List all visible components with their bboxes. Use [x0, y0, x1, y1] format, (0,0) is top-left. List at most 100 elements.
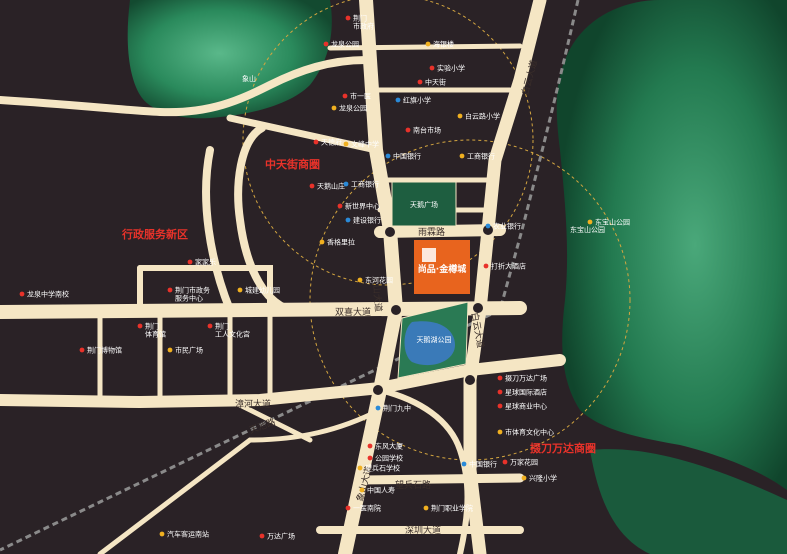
poi-wanfang[interactable]: 万家花园: [502, 458, 538, 467]
poi-jingmen-youeryuan[interactable]: 城建幼儿园: [237, 286, 280, 295]
poi-label: 工人文化宫: [215, 330, 250, 339]
poi-xingqiu[interactable]: 星球国际酒店: [497, 388, 547, 397]
poi-marker-icon: [367, 443, 373, 449]
poi-label: 公园学校: [375, 454, 403, 463]
poi-donghe[interactable]: 东河花园: [357, 276, 393, 285]
poi-tiandefu[interactable]: 天德府: [313, 138, 342, 147]
road-label-shenzhen: 深圳大道: [405, 524, 441, 536]
poi-xingqiu-shangye[interactable]: 星球商业中心: [497, 402, 547, 411]
poi-label: 星球国际酒店: [505, 388, 547, 397]
poi-duodao-wanda[interactable]: 掇刀万达广场: [497, 374, 547, 383]
poi-longquan2[interactable]: 龙泉公园: [331, 104, 367, 113]
poi-marker-icon: [405, 127, 411, 133]
poi-marker-icon: [337, 203, 343, 209]
poi-label: 荆门九中: [383, 404, 411, 413]
poi-label: 东宝山公园: [595, 218, 630, 227]
poi-wenfeng[interactable]: 文峰中学: [343, 140, 379, 149]
tianehu-lake: [404, 321, 455, 366]
poi-zhongtian-top[interactable]: 中天街: [417, 78, 446, 87]
poi-label: 汽车客运南站: [167, 530, 209, 539]
poi-marker-icon: [497, 375, 503, 381]
poi-tianeshan[interactable]: 天鹅山庄: [309, 182, 345, 191]
poi-jingmen-zhiye[interactable]: 荆门职业学院: [423, 504, 473, 513]
poi-longquan-zhongxue[interactable]: 龙泉中学南校: [19, 290, 69, 299]
tianrui-plaza-label: 天鹅广场: [410, 200, 438, 209]
poi-shiti-wenhua[interactable]: 市体育文化中心: [497, 428, 554, 437]
poi-zhongguo-yinhang[interactable]: 中国银行: [385, 152, 421, 161]
poi-nongye[interactable]: 农业银行: [485, 222, 521, 231]
poi-marker-icon: [367, 455, 373, 461]
poi-marker-icon: [359, 487, 365, 493]
poi-marker-icon: [237, 287, 243, 293]
radius-circle-north: [242, 0, 534, 286]
poi-layer: 荆门市政府龙泉公园海银楼实验小学中天街市一医龙泉公园红旗小学白云路小学南台市场文…: [19, 14, 630, 541]
poi-label: 工商银行: [351, 180, 379, 189]
poi-zhongguo-yinhang2[interactable]: 中国银行: [461, 460, 497, 469]
poi-label: 中国银行: [393, 152, 421, 161]
poi-shimin[interactable]: 市民广场: [167, 346, 203, 355]
poi-longquan-gongyuan[interactable]: 龙泉公园: [323, 40, 359, 49]
poi-yidong[interactable]: 一医南院: [345, 504, 381, 513]
poi-hongqi[interactable]: 红旗小学: [395, 96, 431, 105]
poi-marker-icon: [385, 153, 391, 159]
poi-marker-icon: [345, 505, 351, 511]
district-wanda: 掇刀万达商圈: [530, 441, 596, 455]
xiangshan-label: 象山: [242, 74, 256, 83]
poi-marker-icon: [485, 223, 491, 229]
poi-shiyiyi[interactable]: 市一医: [342, 92, 371, 101]
poi-marker-icon: [395, 97, 401, 103]
poi-baiyunlu-xiaoxue[interactable]: 白云路小学: [457, 112, 500, 121]
poi-jianshe[interactable]: 建设银行: [345, 216, 381, 225]
poi-marker-icon: [483, 263, 489, 269]
poi-wangbing-xuexiao[interactable]: 望兵石学校: [357, 464, 400, 473]
poi-label: 掇刀万达广场: [505, 374, 547, 383]
poi-xinglong[interactable]: 兴隆小学: [521, 474, 557, 483]
poi-marker-icon: [207, 323, 213, 329]
poi-marker-icon: [521, 475, 527, 481]
poi-label: 实验小学: [437, 64, 465, 73]
poi-gongshang[interactable]: 工商银行: [459, 152, 495, 161]
poi-gongshang2[interactable]: 工商银行: [343, 180, 379, 189]
project-logo-icon: [422, 248, 436, 262]
poi-marker-icon: [457, 113, 463, 119]
poi-gongyuan-xuexiao[interactable]: 公园学校: [367, 454, 403, 463]
poi-tianding[interactable]: 打折大酒店: [483, 262, 526, 271]
poi-marker-icon: [357, 277, 363, 283]
poi-dongbaoshan-poi[interactable]: 东宝山公园: [587, 218, 630, 227]
poi-marker-icon: [461, 461, 467, 467]
poi-marker-icon: [79, 347, 85, 353]
poi-qiche[interactable]: 汽车客运南站: [159, 530, 209, 539]
poi-marker-icon: [309, 183, 315, 189]
poi-marker-icon: [342, 93, 348, 99]
poi-zhongguoren[interactable]: 中国人寿: [359, 486, 395, 495]
poi-marker-icon: [343, 141, 349, 147]
poi-marker-icon: [259, 533, 265, 539]
poi-marker-icon: [187, 259, 193, 265]
poi-label: 中国人寿: [367, 486, 395, 495]
poi-marker-icon: [417, 79, 423, 85]
poi-label: 建设银行: [353, 216, 381, 225]
poi-haiyin[interactable]: 海银楼: [425, 40, 454, 49]
poi-wanda-guangchang[interactable]: 万达广场: [259, 532, 295, 541]
poi-dongfang[interactable]: 东风大厦: [367, 442, 403, 451]
poi-xiangshan-lanjun[interactable]: 香格里拉: [319, 238, 355, 247]
poi-bowuguan[interactable]: 荆门博物馆: [79, 346, 122, 355]
poi-marker-icon: [459, 153, 465, 159]
district-zhongtian: 中天街商圈: [265, 157, 320, 171]
intersections: [373, 225, 493, 395]
poi-jingmen-jiu[interactable]: 荆门九中: [375, 404, 411, 413]
mountain-bottom-right: [590, 449, 787, 554]
road-label-xiangshan: 象山大道: [370, 275, 385, 312]
poi-label: 万达广场: [267, 532, 295, 541]
poi-marker-icon: [497, 403, 503, 409]
poi-label: 市政府: [353, 22, 374, 31]
poi-nantai[interactable]: 南台市场: [405, 126, 441, 135]
poi-jiayuan[interactable]: 家家乐: [187, 258, 216, 267]
poi-label: 望兵石学校: [365, 464, 400, 473]
poi-shiyan-xiaoxue[interactable]: 实验小学: [429, 64, 465, 73]
poi-xinshijie[interactable]: 新世界中心: [337, 202, 380, 211]
